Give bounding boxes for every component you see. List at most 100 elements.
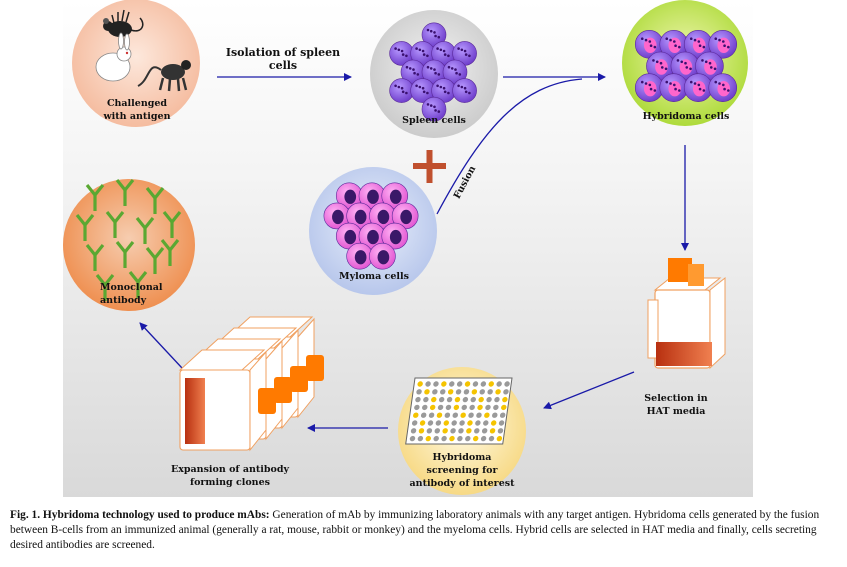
cell-granule [704,60,708,64]
well [417,435,424,442]
antibody-arm [136,271,148,283]
cell-granule [653,45,657,49]
cell-granule [436,47,439,50]
cell-granule [674,87,677,91]
cell-granule [673,40,676,43]
well-plate-icon [405,377,513,445]
well [445,404,452,411]
well [428,412,435,418]
well [477,404,483,411]
antibody-arm [135,217,147,229]
cell-granule [708,61,712,65]
cell-granule [664,67,668,71]
cell-granule [437,35,441,39]
well [447,389,454,395]
cell-granule [665,37,669,40]
plus-icon [413,150,446,183]
cell-granule [447,65,451,69]
cell-granule [460,85,464,89]
cell-nucleus [377,250,390,265]
antibody-arm [105,211,117,223]
well [469,404,475,411]
cell-granule [676,59,680,62]
cell-granule [413,71,416,75]
spleen-cell-cluster [389,22,477,122]
well [488,435,495,442]
well [474,428,480,434]
hybridoma-diagram [63,0,748,495]
cell-granule [426,54,429,58]
monkey-icon [137,60,191,92]
well [436,412,443,418]
well [461,404,467,411]
well [481,428,488,434]
well [440,389,446,395]
cell-granule [429,29,433,33]
cell-granule [649,44,653,47]
antibody-arm [85,184,97,196]
cell-granule [693,82,697,85]
well [501,404,507,411]
expansion-flasks-icon [178,316,324,452]
cell-granule [673,83,676,87]
cell-granule [397,48,401,52]
cell-nucleus [344,229,357,245]
caption-text: Generation of mAb by immunizing laborato… [10,509,820,551]
cell-granule [698,44,702,47]
antibody-arm [168,239,180,251]
well [452,412,458,418]
label-hybridoma-cells: Hybridoma cells [642,111,730,122]
cell-granule [468,54,471,58]
well [433,381,439,387]
well [486,396,492,403]
selection-to-screening-arrow [543,371,635,410]
cell-granule [697,40,701,43]
well [479,389,485,395]
well [450,428,456,434]
well [496,435,503,442]
cell-granule [669,38,672,42]
cell-granule [665,80,669,84]
well [455,389,462,395]
cell-granule [447,91,450,95]
well [409,435,416,442]
cell-granule [640,80,644,84]
cell-granule [418,48,422,52]
cell-nucleus [400,209,412,225]
cell-granule [433,68,436,71]
cell-granule [678,89,681,92]
cell-granule [405,91,408,95]
well [463,389,470,395]
cell-granule [640,37,644,40]
antibody-arm [145,247,157,259]
expansion-to-antibody-arrow [139,322,183,369]
cell-granule [455,71,458,75]
well [433,435,439,442]
cell-granule [437,110,441,113]
well [470,396,476,403]
cell-nucleus [377,209,390,225]
well [467,420,473,426]
cell-granule [644,38,648,42]
cell-granule [460,48,464,52]
cell-granule [434,34,437,38]
cell-nucleus [344,189,357,204]
well [437,404,444,411]
cell-granule [727,89,730,92]
cell-granule [415,47,418,50]
cell-granule [433,105,436,109]
antibody-arm [153,187,165,199]
well [444,412,451,418]
well [441,381,447,387]
well [466,428,472,434]
cell-granule [400,86,404,90]
well [431,396,437,403]
well [458,428,464,434]
cell-granule [443,90,447,94]
well [414,404,420,411]
cell-granule [412,68,415,71]
antibody-arm [85,244,97,256]
cell-granule [436,84,439,88]
well [465,435,471,442]
cell-granule [701,59,704,62]
